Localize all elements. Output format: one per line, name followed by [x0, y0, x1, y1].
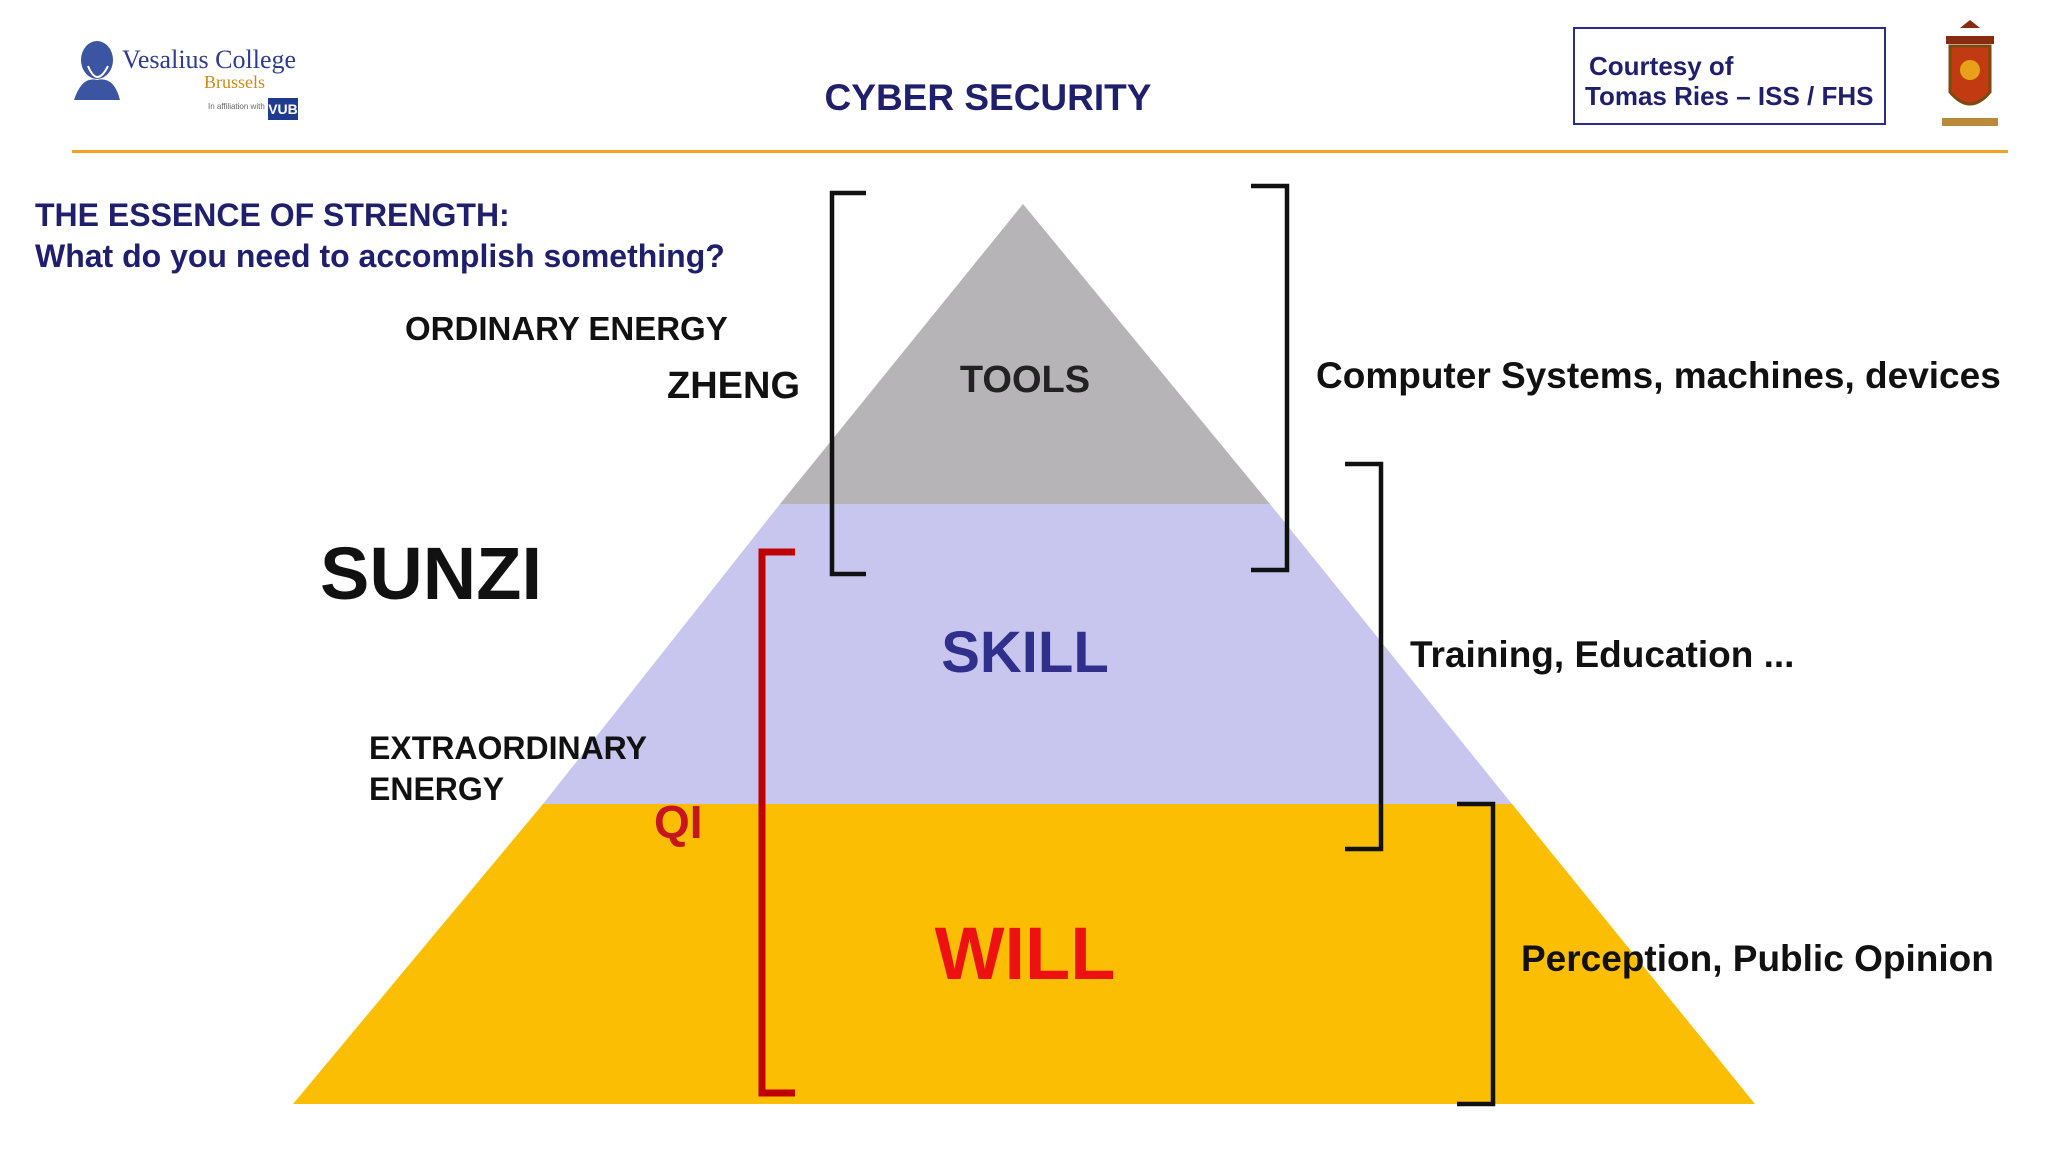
courtesy-line-2: Tomas Ries – ISS / FHS	[1585, 81, 1874, 111]
qi-left-bracket	[758, 548, 795, 1097]
pyramid-level-will: WILL	[934, 912, 1116, 995]
tools-right-bracket	[1251, 183, 1290, 573]
pyramid-tools-band	[780, 204, 1270, 504]
college-city: Brussels	[204, 72, 266, 92]
header-divider	[72, 150, 2008, 153]
zheng-left-bracket	[829, 190, 866, 577]
pyramid-skill-band	[543, 504, 1512, 804]
affiliation-text: In affiliation with	[208, 102, 265, 111]
extraordinary-energy-line-2: ENERGY	[369, 771, 505, 807]
pyramid-level-tools: TOOLS	[959, 359, 1091, 401]
essence-question: What do you need to accomplish something…	[35, 238, 725, 274]
pyramid-will-band	[293, 804, 1755, 1104]
ordinary-energy-label: ORDINARY ENERGY	[405, 310, 728, 347]
college-name: Vesalius College	[122, 45, 297, 74]
page-title: CYBER SECURITY	[824, 77, 1152, 118]
vesalius-college-logo: Vesalius College Brussels In affiliation…	[72, 36, 312, 128]
tools-description: Computer Systems, machines, devices	[1316, 355, 2001, 396]
qi-label: QI	[654, 796, 703, 848]
vesalius-bust-icon	[74, 41, 120, 100]
courtesy-box: Courtesy of Tomas Ries – ISS / FHS	[1573, 27, 1886, 125]
coat-of-arms-icon	[1942, 20, 1998, 126]
courtesy-line-1: Courtesy of	[1589, 51, 1734, 81]
essence-heading: THE ESSENCE OF STRENGTH:	[35, 197, 510, 233]
will-right-bracket	[1457, 801, 1496, 1107]
skill-right-bracket	[1345, 461, 1384, 852]
zheng-label: ZHENG	[667, 365, 800, 407]
will-description: Perception, Public Opinion	[1521, 938, 1994, 979]
extraordinary-energy-line-1: EXTRAORDINARY	[369, 730, 647, 766]
sunzi-label: SUNZI	[320, 532, 542, 615]
vub-badge: VUB	[268, 98, 298, 120]
pyramid-level-skill: SKILL	[941, 620, 1109, 685]
skill-description: Training, Education ...	[1410, 634, 1795, 675]
